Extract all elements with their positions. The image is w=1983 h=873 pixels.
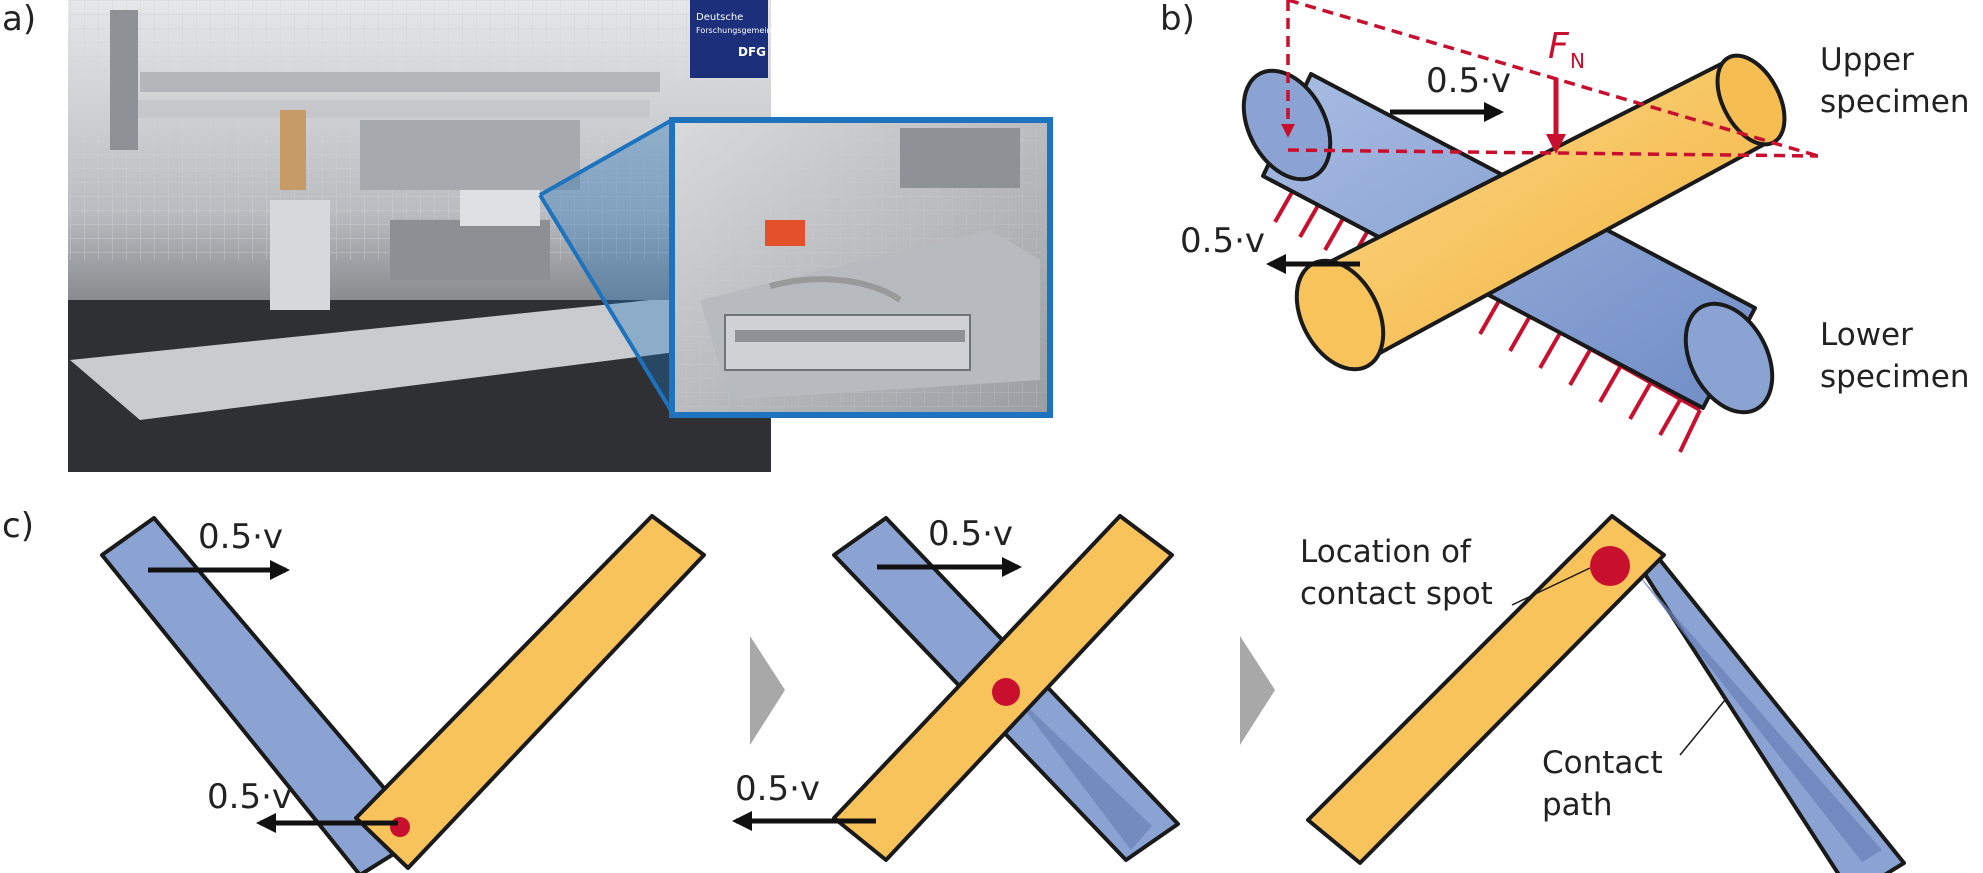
step-chevron-1 xyxy=(750,636,785,745)
contact-path-label-2: path xyxy=(1542,787,1612,823)
lower-specimen-label-1: Lower xyxy=(1820,317,1913,353)
step1-diagram: 0.5·v 0.5·v xyxy=(100,514,706,873)
contact-spot-leader xyxy=(1511,567,1591,606)
step3-lower-bar xyxy=(1608,518,1906,873)
force-construction-lines xyxy=(1281,0,1819,158)
panel-a-letter: a) xyxy=(2,0,36,39)
contact-spot-label-1: Location of xyxy=(1300,534,1472,570)
dfg-sign-line2: Forschungsgemeinschaft xyxy=(696,26,796,35)
step2-top-speed: 0.5·v xyxy=(928,514,1013,554)
panel-c-letter: c) xyxy=(2,506,34,546)
dfg-sign xyxy=(690,0,768,78)
dfg-logo: DFG xyxy=(738,45,766,59)
normal-force-subscript: N xyxy=(1570,49,1585,73)
step1-bottom-speed: 0.5·v xyxy=(207,777,292,817)
upper-specimen-label-2: specimen xyxy=(1820,84,1969,120)
step3-diagram: Location of contact spot Contact path xyxy=(1300,514,1906,873)
step1-contact-spot xyxy=(390,817,410,837)
panel-b-letter: b) xyxy=(1160,0,1195,39)
step2-contact-spot xyxy=(992,678,1020,706)
step2-bottom-speed: 0.5·v xyxy=(735,769,820,809)
zoom-inset xyxy=(538,117,1053,418)
upper-specimen-label-1: Upper xyxy=(1820,42,1914,78)
step1-upper-bar xyxy=(354,514,706,870)
step3-contact-spot xyxy=(1590,546,1630,586)
step2-diagram: 0.5·v 0.5·v xyxy=(732,514,1180,862)
upper-specimen-cylinder xyxy=(1294,53,1787,372)
lower-specimen-label-2: specimen xyxy=(1820,359,1969,395)
step1-top-speed: 0.5·v xyxy=(198,517,283,557)
step3-contact-path xyxy=(1630,565,1882,862)
step3-upper-bar xyxy=(1306,514,1666,865)
dfg-sign-line1: Deutsche xyxy=(696,12,743,23)
upper-speed-label: 0.5·v xyxy=(1426,61,1511,101)
lower-speed-label: 0.5·v xyxy=(1180,221,1265,261)
normal-force-symbol: F xyxy=(1548,26,1570,67)
contact-path-label-1: Contact xyxy=(1542,745,1663,781)
step2-contact-path xyxy=(1010,690,1152,850)
step-chevron-2 xyxy=(1240,636,1275,745)
contact-path-leader xyxy=(1679,699,1726,756)
contact-spot-label-2: contact spot xyxy=(1300,576,1493,612)
